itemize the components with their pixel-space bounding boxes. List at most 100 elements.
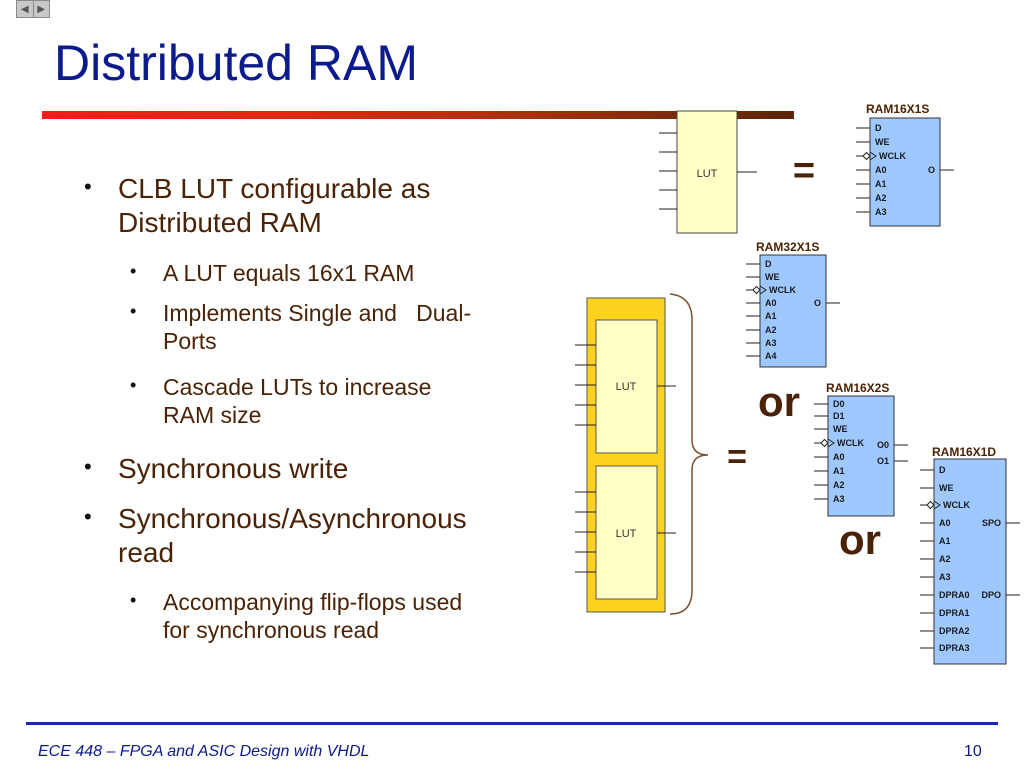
ram-input-label: A1 <box>939 536 951 546</box>
bullet-line: Implements Single and Dual- <box>163 300 472 326</box>
ram-input-label: DPRA0 <box>939 590 970 600</box>
curly-brace <box>669 293 709 615</box>
ram-input-label: A2 <box>875 193 887 203</box>
footer-course: ECE 448 – FPGA and ASIC Design with VHDL <box>38 743 370 760</box>
ram-block-title: RAM32X1S <box>756 240 819 254</box>
bullet-line: for synchronous read <box>163 616 380 643</box>
ram-input-label: WE <box>939 483 954 493</box>
lut-block <box>595 319 658 454</box>
ram-block-title: RAM16X1S <box>866 102 929 116</box>
ram-input-label: DPRA3 <box>939 643 970 653</box>
ram-input-label: A0 <box>765 298 777 308</box>
sub-bullet-item: Implements Single and Dual-Ports <box>163 300 553 355</box>
ram-input-label: D <box>875 123 882 133</box>
ram-input-label: D <box>939 465 946 475</box>
slide-title: Distributed RAM <box>54 35 418 91</box>
bullet-marker: • <box>84 174 92 199</box>
ram-input-label: A3 <box>939 572 951 582</box>
clock-edge-icon <box>869 151 877 161</box>
ram-input-label: A2 <box>765 325 777 335</box>
clock-edge-icon <box>827 438 835 448</box>
footer-rule <box>26 722 998 725</box>
bullet-line: CLB LUT configurable as <box>118 173 431 204</box>
ram-input-label: A2 <box>939 554 951 564</box>
ram-output-label: O0 <box>877 440 889 450</box>
ram-input-label: D0 <box>833 399 845 409</box>
lut-block <box>595 465 658 600</box>
bullet-item: Synchronous write <box>118 452 548 486</box>
bullet-line: Synchronous/Asynchronous <box>118 503 467 534</box>
bullet-line: RAM size <box>163 401 262 428</box>
ram-input-label: DPRA2 <box>939 626 970 636</box>
ram-input-label: WCLK <box>837 438 864 448</box>
ram-output-label: O <box>814 298 821 308</box>
ram-input-label: WCLK <box>769 285 796 295</box>
ram-input-label: WCLK <box>943 500 970 510</box>
bullet-marker: • <box>84 504 92 529</box>
bullet-marker: • <box>130 375 137 395</box>
ram-block-body <box>869 117 941 227</box>
bullet-line: Distributed RAM <box>118 206 322 238</box>
ram-input-label: A3 <box>875 207 887 217</box>
ram-input-label: A0 <box>875 165 887 175</box>
title-underline <box>42 111 794 119</box>
ram-input-label: WE <box>833 424 848 434</box>
bullet-marker: • <box>130 590 137 610</box>
ram-block-body <box>933 458 1007 665</box>
clock-pin-icon <box>752 285 761 295</box>
clock-edge-icon <box>933 500 941 510</box>
prev-slide-icon[interactable]: ◀ <box>17 1 34 17</box>
clock-pin-icon <box>862 151 871 161</box>
bullet-marker: • <box>84 454 92 479</box>
bullet-line: read <box>118 536 175 568</box>
page-number: 10 <box>964 743 982 760</box>
equals-sign: = <box>727 438 747 476</box>
ram-input-label: A1 <box>875 179 887 189</box>
bullet-line: Accompanying flip-flops used <box>163 589 463 615</box>
equals-sign: = <box>793 150 815 192</box>
bullet-marker: • <box>130 261 137 281</box>
or-label: or <box>839 516 881 563</box>
ram-input-label: WE <box>875 137 890 147</box>
ram-input-label: A3 <box>765 338 777 348</box>
clock-pin-icon <box>926 500 935 510</box>
bullet-line: A LUT equals 16x1 RAM <box>163 260 415 286</box>
ram-block-body <box>759 254 827 368</box>
clock-pin-icon <box>820 438 829 448</box>
ram-input-label: D1 <box>833 411 845 421</box>
clock-edge-icon <box>759 285 767 295</box>
lut-block <box>676 110 738 234</box>
ram-block-body <box>827 395 895 517</box>
ram-input-label: D <box>765 259 772 269</box>
ram-block-title: RAM16X2S <box>826 381 889 395</box>
bullet-line: Synchronous write <box>118 453 349 484</box>
next-slide-icon[interactable]: ▶ <box>37 3 46 15</box>
bullet-line: Cascade LUTs to increase <box>163 374 432 400</box>
ram-input-label: A2 <box>833 480 845 490</box>
ram-input-label: A4 <box>765 351 777 361</box>
lut-label: LUT <box>697 168 718 180</box>
slide-nav: ◀ ▶ <box>16 0 50 18</box>
bullet-line: Ports <box>163 327 217 354</box>
ram-block-title: RAM16X1D <box>932 445 996 459</box>
ram-input-label: A1 <box>833 466 845 476</box>
ram-output-label: SPO <box>982 518 1001 528</box>
ram-input-label: A3 <box>833 494 845 504</box>
lut-label: LUT <box>616 528 637 540</box>
lut-label: LUT <box>616 381 637 393</box>
ram-output-label: O <box>928 165 935 175</box>
ram-output-label: DPO <box>981 590 1001 600</box>
ram-input-label: DPRA1 <box>939 608 970 618</box>
ram-input-label: WE <box>765 272 780 282</box>
ram-input-label: A0 <box>833 452 845 462</box>
sub-bullet-item: A LUT equals 16x1 RAM <box>163 260 553 288</box>
ram-input-label: A0 <box>939 518 951 528</box>
bullet-marker: • <box>130 301 137 321</box>
ram-input-label: A1 <box>765 311 777 321</box>
